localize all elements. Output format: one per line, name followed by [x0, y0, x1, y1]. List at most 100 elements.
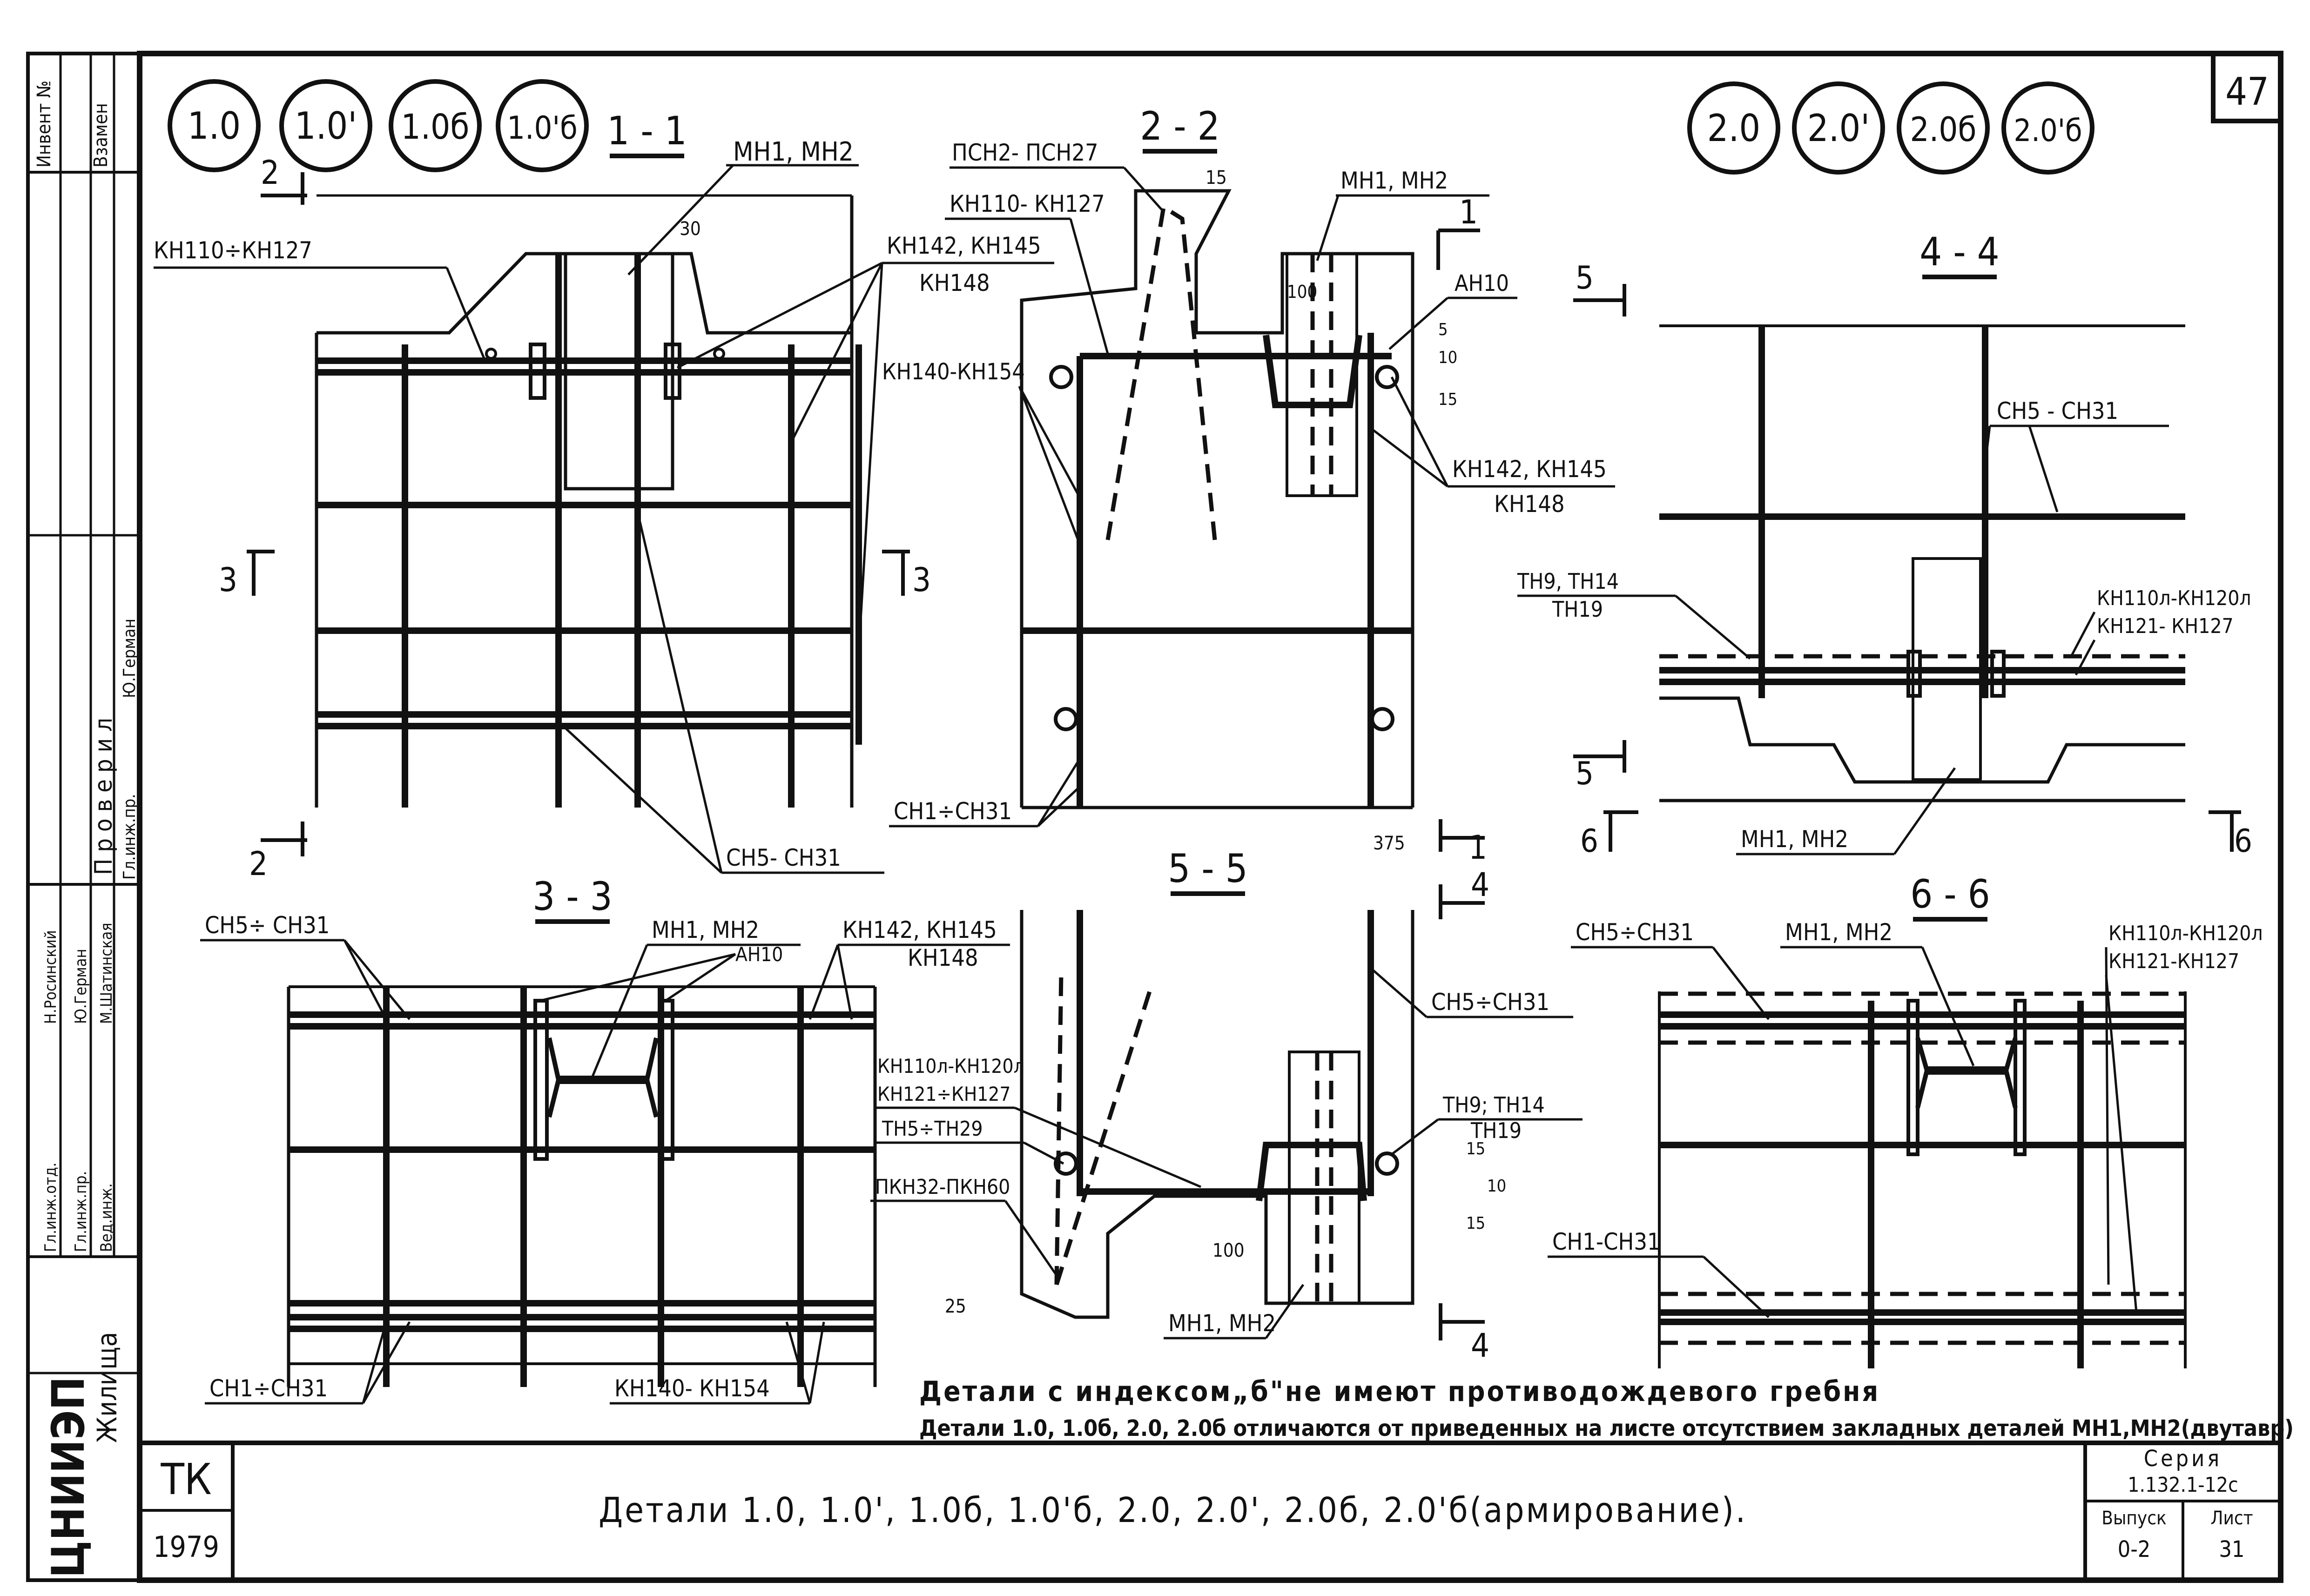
s44-kn110l: КН110л-КН120л [2097, 586, 2251, 610]
section-3-3: 3 - 3 СН5÷ СН31 МН1, МН2 АН10 КН142, КН1… [200, 874, 1010, 1405]
s22-kn148: КН148 [1494, 491, 1565, 518]
s22-mn: МН1, МН2 [1340, 167, 1448, 194]
section-5-5-title: 5 - 5 [1168, 846, 1247, 891]
s11-kn110: КН110÷КН127 [154, 237, 312, 264]
s55-th5: ТН5÷ТН29 [882, 1117, 983, 1141]
s22-d100: 100 [1287, 282, 1317, 302]
s44-cut6-right: 6 [2234, 823, 2252, 860]
mark-1-0-b: 1.0б [401, 107, 470, 147]
s22-psn: ПСН2- ПСН27 [952, 139, 1098, 166]
s55-d100: 100 [1212, 1240, 1245, 1261]
org-code: ТК [160, 1455, 211, 1504]
s55-pkn: ПКН32-ПКН60 [875, 1175, 1010, 1199]
cut-2-bottom: 2 [249, 845, 268, 883]
s55-kn121: КН121÷КН127 [877, 1083, 1010, 1105]
section-5-5: 5 - 5 4 4 СН5÷СН31 КН110л-КН120л КН121÷К… [870, 846, 1583, 1365]
s22-kn140: КН140-КН154 [882, 359, 1025, 385]
s33-kn142: КН142, КН145 [842, 916, 997, 943]
s44-cut5-top: 5 [1576, 260, 1594, 296]
role-0: Гл.инж.пр. [120, 794, 139, 880]
section-3-3-title: 3 - 3 [532, 874, 612, 919]
mark-1-0-prime-b: 1.0'б [507, 110, 578, 147]
inv-label: Инвент № [34, 81, 55, 168]
s33-an10: АН10 [735, 943, 783, 966]
s33-sn1: СН1÷СН31 [209, 1375, 328, 1402]
s22-cut1-bottom: 1 [1468, 828, 1487, 867]
section-6-6-title: 6 - 6 [1910, 871, 1990, 917]
s22-d5: 5 [1438, 320, 1448, 339]
s55-kn110l: КН110л-КН120л [877, 1055, 1025, 1077]
cut-3-left: 3 [219, 561, 237, 599]
mark-2-0: 2.0 [1707, 107, 1760, 150]
s22-sn1: СН1÷СН31 [894, 798, 1012, 825]
page-number: 47 [2225, 70, 2269, 114]
s22-cut1-top: 1 [1459, 193, 1478, 231]
s44-th19: ТН19 [1552, 597, 1603, 622]
detail-marks-left: 1.0 1.0' 1.0б 1.0'б [168, 79, 589, 172]
cut-2-top: 2 [261, 154, 279, 192]
s11-dim30: 30 [680, 218, 701, 240]
org-side: Жилища [91, 1332, 123, 1443]
sheet-title: Детали 1.0, 1.0', 1.0б, 1.0'б, 2.0, 2.0'… [599, 1490, 1747, 1530]
side-stamp: Инвент № Взамен Проверил Гл.инж.пр. Ю.Ге… [34, 81, 139, 1578]
mark-2-0-prime-b: 2.0'б [2014, 113, 2082, 148]
section-1-1: 1 - 1 2 2 3 3 МН1, МН2 [154, 108, 1054, 883]
replace-label: Взамен [90, 103, 112, 168]
mark-2-0-prime: 2.0' [1807, 107, 1870, 150]
mark-1-0: 1.0 [188, 104, 241, 148]
s55-cut4-bottom: 4 [1471, 1327, 1489, 1365]
issue-value: 0-2 [2118, 1536, 2151, 1562]
note-2: Детали 1.0, 1.0б, 2.0, 2.0б отличаются о… [919, 1415, 2294, 1441]
s66-sn1: СН1-СН31 [1552, 1228, 1661, 1255]
s22-d15b: 15 [1438, 390, 1457, 409]
s22-d10: 10 [1438, 348, 1457, 367]
issue-label: Выпуск [2101, 1508, 2166, 1529]
sheet-label: Лист [2210, 1508, 2253, 1529]
s44-kn121: КН121- КН127 [2097, 614, 2234, 638]
role-3: Вед.инж. [97, 1183, 116, 1252]
s55-th19: ТН19 [1470, 1118, 1522, 1143]
section-4-4-title: 4 - 4 [1919, 229, 1999, 275]
checked-label: Проверил [90, 711, 118, 875]
series-label: Серия [2144, 1446, 2222, 1472]
role-1: Гл.инж.отд. [41, 1163, 60, 1252]
s44-th9: ТН9, ТН14 [1517, 569, 1619, 594]
s55-cut4-top: 4 [1471, 866, 1489, 904]
s55-d25: 25 [945, 1296, 966, 1317]
s33-kn148: КН148 [908, 944, 978, 971]
s11-kn148: КН148 [919, 269, 990, 296]
s22-d15a: 15 [1206, 167, 1227, 189]
s66-kn121: КН121-КН127 [2108, 950, 2239, 973]
series-value: 1.132.1-12с [2128, 1473, 2238, 1497]
s44-mn: МН1, МН2 [1741, 826, 1848, 853]
section-2-2-title: 2 - 2 [1140, 103, 1219, 149]
role-2: Гл.инж.пр. [72, 1171, 90, 1252]
detail-marks-right: 2.0 2.0' 2.0б 2.0'б [1687, 81, 2094, 175]
s11-mn: МН1, МН2 [733, 137, 854, 167]
stamp-year: 1979 [153, 1530, 219, 1564]
sheet-value: 31 [2219, 1536, 2245, 1562]
s55-d10: 10 [1487, 1177, 1506, 1196]
note-1: Детали с индексом„б"не имеют противодожд… [919, 1375, 1880, 1408]
cut-3-right: 3 [912, 561, 931, 599]
s33-sn5: СН5÷ СН31 [205, 912, 330, 939]
name-rosinsky: Н.Росинский [41, 930, 60, 1024]
name-shatinskaya: М.Шатинская [97, 923, 116, 1024]
sheet-frame [26, 51, 2283, 1583]
name-german: Ю.Герман [72, 949, 90, 1024]
s55-mn: МН1, МН2 [1168, 1310, 1276, 1337]
section-2-2: 2 - 2 1 1 ПСН2- ПСН27 КН110- КН127 15 МН… [882, 103, 1615, 867]
s22-kn142: КН142, КН145 [1452, 456, 1607, 483]
s44-cut5-bottom: 5 [1576, 755, 1594, 792]
org-logo: ЦНИИЭП [42, 1376, 94, 1578]
s55-sn5: СН5÷СН31 [1431, 989, 1549, 1016]
s22-kn110: КН110- КН127 [950, 190, 1105, 217]
section-1-1-title: 1 - 1 [607, 108, 687, 154]
s44-cut6-left: 6 [1580, 823, 1598, 860]
name-1: Ю.Герман [120, 619, 139, 698]
s66-mn: МН1, МН2 [1785, 919, 1892, 946]
s55-d15b: 15 [1466, 1214, 1485, 1233]
s66-kn110l: КН110л-КН120л [2108, 922, 2263, 945]
s44-sn5: СН5 - СН31 [1997, 397, 2118, 424]
